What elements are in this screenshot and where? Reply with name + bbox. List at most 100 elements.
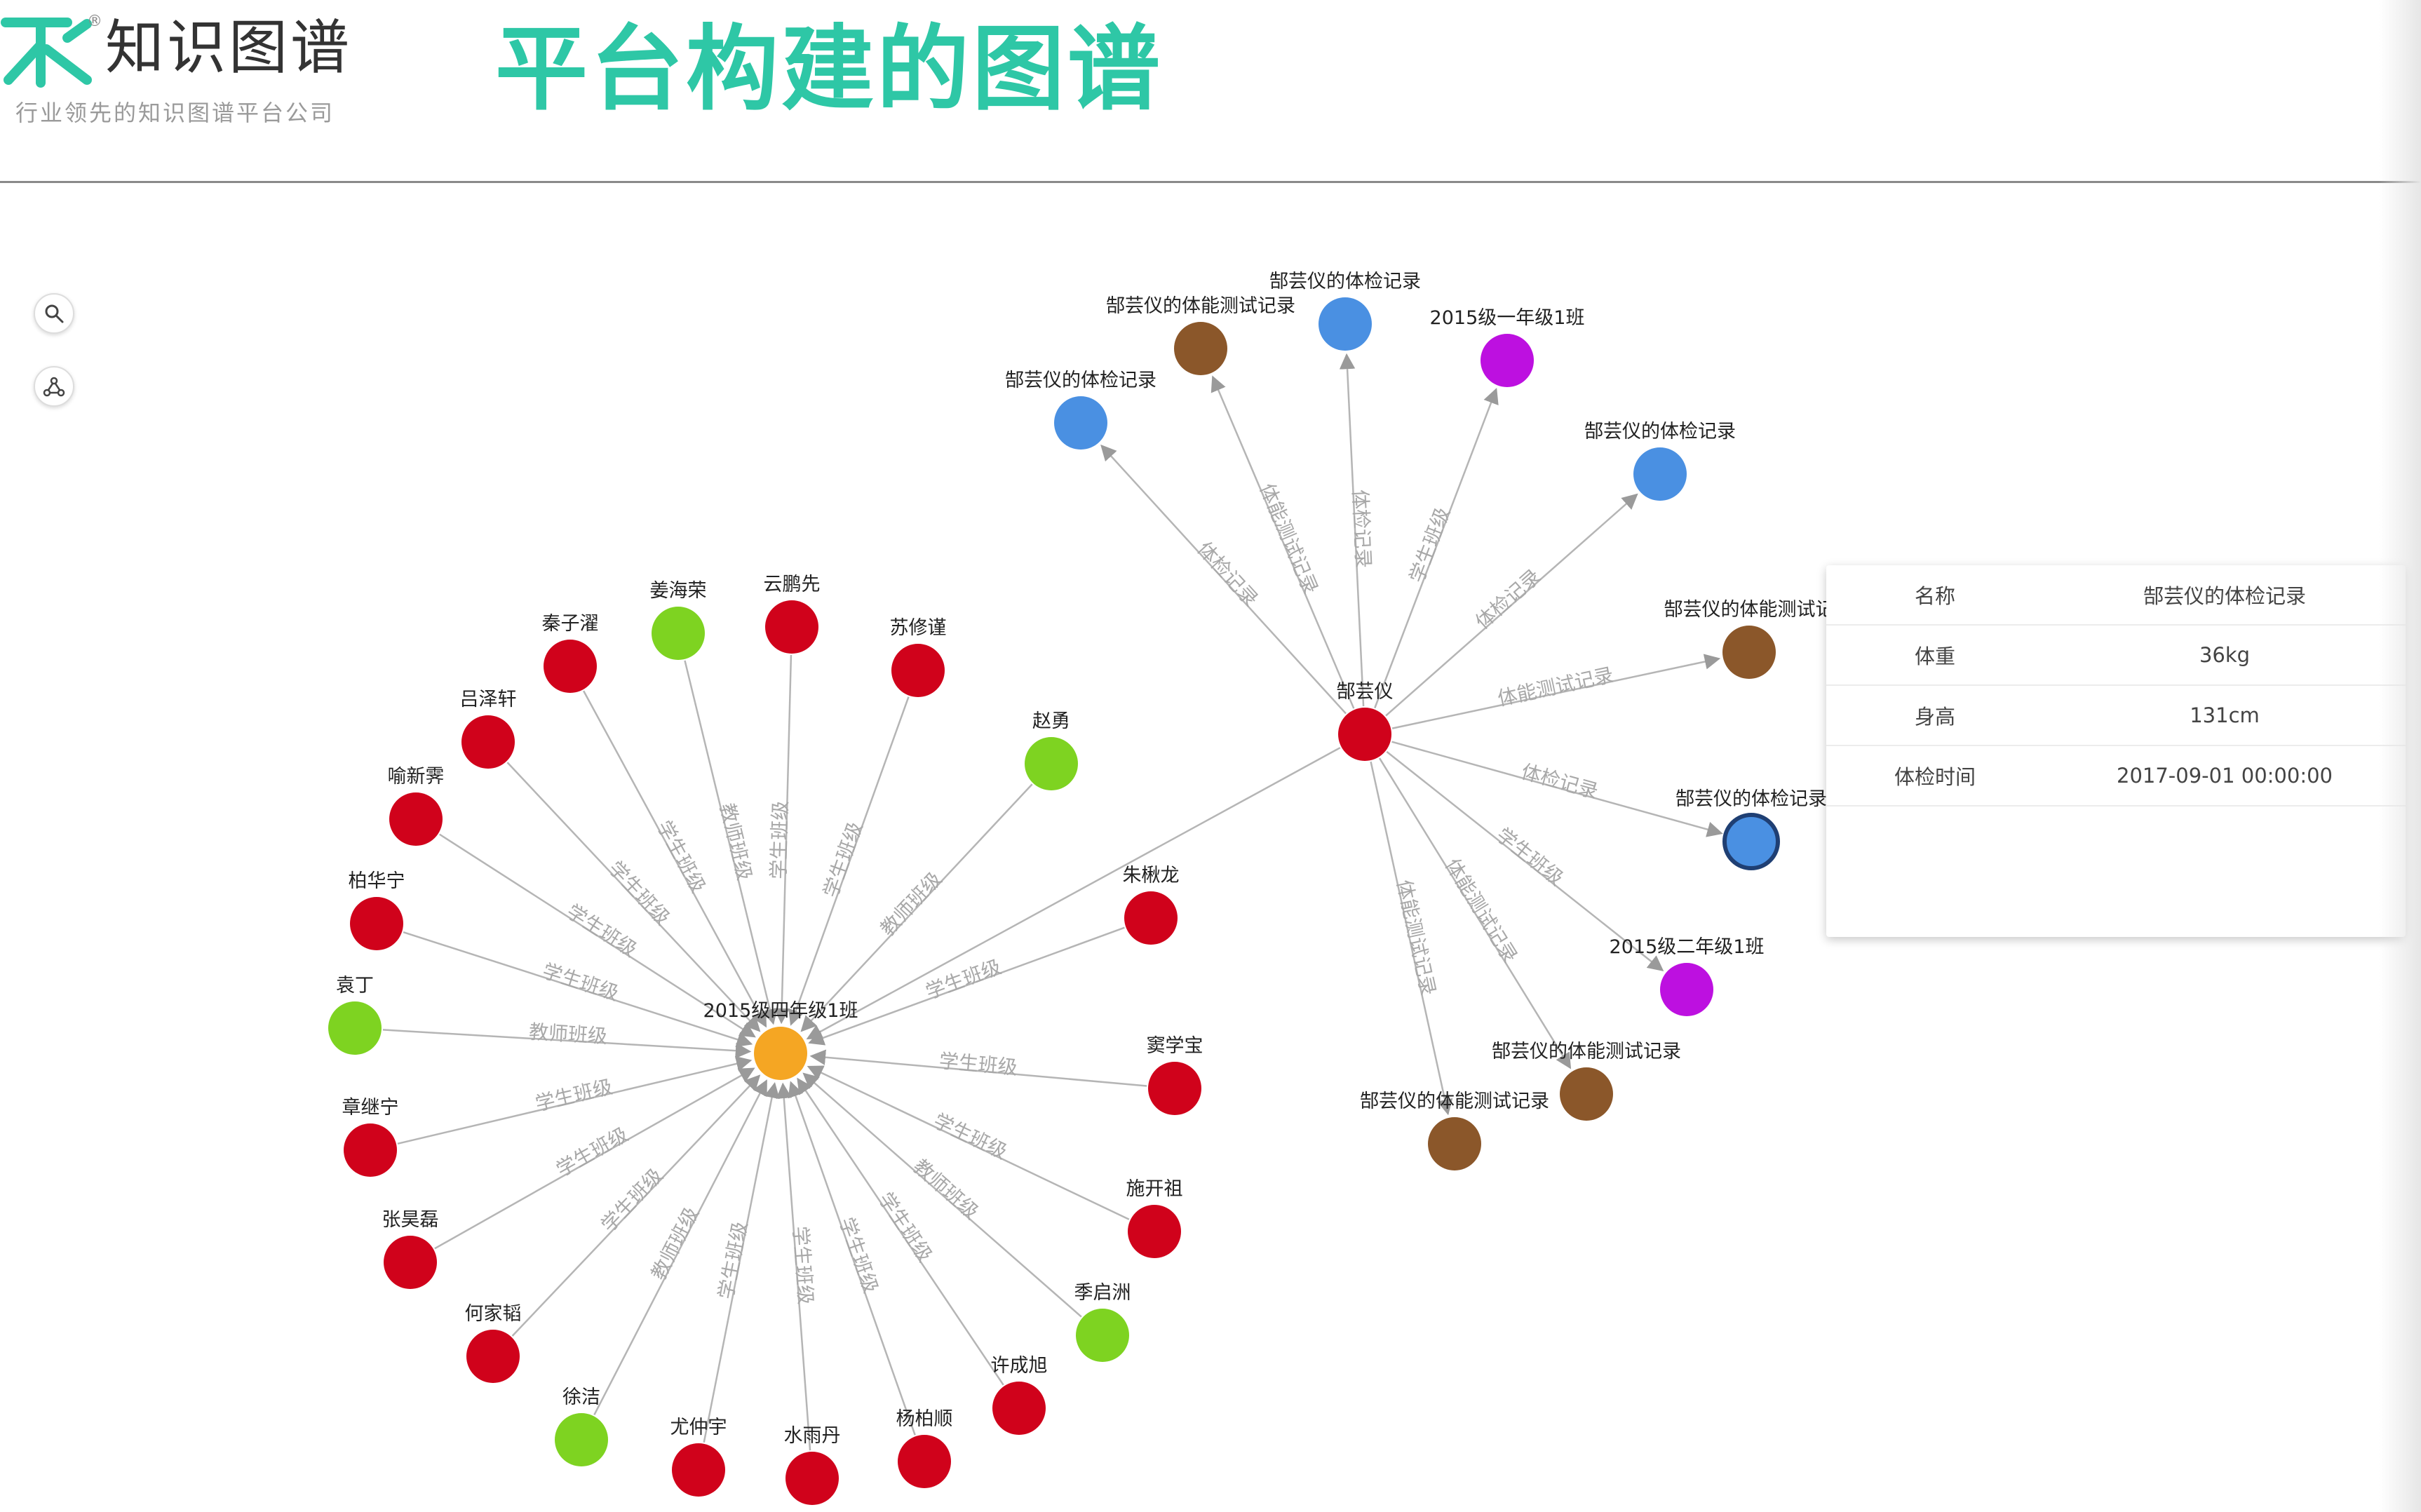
- student-node[interactable]: [891, 644, 945, 697]
- edge-student-link[interactable]: [1391, 654, 1721, 729]
- health-record-node[interactable]: [1319, 297, 1372, 351]
- edge-class-member[interactable]: [593, 1079, 767, 1416]
- edge-class-member[interactable]: [506, 762, 761, 1032]
- info-value: 131cm: [2190, 703, 2260, 727]
- edge-label: 体检记录: [1519, 760, 1601, 803]
- node-label: 郜芸仪的体检记录: [1584, 421, 1736, 443]
- node-label: 喻新霁: [388, 766, 445, 788]
- edge-class-member[interactable]: [788, 696, 910, 1026]
- student-node[interactable]: [466, 1330, 520, 1383]
- teacher-node[interactable]: [1025, 737, 1078, 790]
- edge-label: 教师班级: [647, 1203, 703, 1284]
- edge-class-member[interactable]: [797, 1077, 1004, 1386]
- edge-label: 体能测试记录: [1392, 877, 1440, 997]
- fitness-record-node[interactable]: [1722, 626, 1776, 679]
- student-node[interactable]: [765, 600, 818, 654]
- edge-student-link[interactable]: [1378, 757, 1572, 1069]
- student-node[interactable]: [1148, 1062, 1201, 1115]
- edge-label: 学生班级: [597, 1163, 668, 1236]
- edge-class-member[interactable]: [808, 926, 1125, 1046]
- teacher-node[interactable]: [652, 607, 705, 660]
- edge-label: 学生班级: [819, 819, 868, 901]
- teacher-node[interactable]: [328, 1001, 382, 1055]
- node-label: 何家韬: [465, 1303, 522, 1325]
- edge-class-member[interactable]: [703, 1081, 780, 1443]
- logo-slogan: 行业领先的知识图谱平台公司: [15, 100, 335, 126]
- student-node[interactable]: [389, 792, 443, 846]
- student-node[interactable]: [384, 1236, 437, 1289]
- class-node[interactable]: [1660, 963, 1713, 1016]
- node-label: 袁丁: [336, 975, 374, 997]
- edge-student-link[interactable]: [1210, 375, 1355, 709]
- node-label: 郜芸仪的体检记录: [1675, 788, 1827, 810]
- search-button[interactable]: [34, 293, 74, 334]
- info-key: 体检时间: [1894, 765, 1976, 789]
- edge-student-link[interactable]: [1391, 741, 1723, 837]
- teacher-node[interactable]: [555, 1413, 608, 1466]
- edge-student-link[interactable]: [1386, 750, 1664, 972]
- student-node[interactable]: [1124, 891, 1178, 945]
- student-node[interactable]: [992, 1382, 1046, 1435]
- edge-class-member[interactable]: [774, 654, 793, 1025]
- edge-class-member[interactable]: [397, 1055, 753, 1145]
- student-node[interactable]: [672, 1443, 725, 1497]
- class-center-node[interactable]: [754, 1027, 807, 1080]
- node-label: 章继宁: [342, 1097, 399, 1119]
- edge-class-member[interactable]: [809, 1049, 1147, 1087]
- node-info-panel: 名称 郜芸仪的体检记录 体重 36kg 身高 131cm 体检时间 2017-0…: [1826, 565, 2406, 937]
- edge-class-member[interactable]: [382, 1029, 752, 1059]
- edge-class-member[interactable]: [800, 783, 1033, 1032]
- health-record-node[interactable]: [1633, 447, 1687, 501]
- edge-student-link[interactable]: [1370, 761, 1453, 1116]
- edge-class-member[interactable]: [438, 833, 756, 1038]
- edge-label: 学生班级: [788, 1225, 817, 1305]
- edge-label: 体能测试记录: [1495, 663, 1615, 710]
- student-node[interactable]: [785, 1452, 839, 1505]
- info-row-exam-time: 体检时间 2017-09-01 00:00:00: [1826, 746, 2406, 806]
- student-center-node[interactable]: [1338, 708, 1391, 761]
- edge-class-member[interactable]: [776, 1082, 811, 1451]
- student-node[interactable]: [898, 1435, 951, 1488]
- class-node[interactable]: [1481, 334, 1534, 387]
- student-node[interactable]: [461, 715, 515, 769]
- edge-class-member[interactable]: [802, 1072, 1082, 1318]
- edge-student-class[interactable]: [806, 747, 1341, 1040]
- logo-name: 知识图谱: [105, 13, 353, 82]
- edge-class-member[interactable]: [583, 690, 767, 1028]
- fitness-record-node[interactable]: [1174, 322, 1227, 375]
- fitness-record-node[interactable]: [1428, 1117, 1481, 1170]
- node-label: 季启洲: [1074, 1282, 1131, 1304]
- edge-student-link[interactable]: [1385, 493, 1638, 717]
- student-node[interactable]: [350, 897, 403, 950]
- student-node[interactable]: [344, 1123, 397, 1177]
- edge-label: 学生班级: [922, 955, 1004, 1004]
- edge-label: 体检记录: [1193, 537, 1263, 611]
- health-record-node[interactable]: [1722, 813, 1780, 870]
- edge-label: 体检记录: [1471, 565, 1545, 634]
- node-label: 柏华宁: [349, 870, 405, 892]
- student-node[interactable]: [544, 640, 597, 693]
- edge-label: 学生班级: [835, 1215, 882, 1297]
- edge-class-member[interactable]: [788, 1081, 916, 1436]
- student-node[interactable]: [1128, 1205, 1181, 1258]
- node-label: 尤仲宇: [670, 1417, 727, 1438]
- teacher-node[interactable]: [1076, 1309, 1129, 1362]
- edge-label: 学生班级: [938, 1049, 1019, 1079]
- edge-class-member[interactable]: [807, 1065, 1130, 1220]
- node-label: 窦学宝: [1147, 1035, 1203, 1057]
- edge-class-member[interactable]: [684, 660, 778, 1025]
- edge-student-link[interactable]: [1339, 353, 1365, 707]
- knowledge-graph[interactable]: 学生班级教师班级学生班级学生班级教师班级学生班级学生班级学生班级学生班级教师班级…: [0, 184, 2421, 1512]
- health-record-node[interactable]: [1054, 396, 1107, 450]
- info-value: 36kg: [2199, 643, 2251, 667]
- edge-class-member[interactable]: [434, 1067, 755, 1250]
- edge-class-member[interactable]: [511, 1074, 761, 1337]
- node-label: 水雨丹: [784, 1425, 841, 1447]
- logo-icon: [1, 18, 92, 88]
- edge-class-member[interactable]: [403, 931, 753, 1048]
- edge-label: 教师班级: [909, 1155, 983, 1224]
- edge-student-link[interactable]: [1100, 444, 1347, 715]
- fitness-record-node[interactable]: [1560, 1067, 1613, 1121]
- edge-student-link[interactable]: [1374, 388, 1499, 709]
- layout-button[interactable]: [34, 366, 74, 407]
